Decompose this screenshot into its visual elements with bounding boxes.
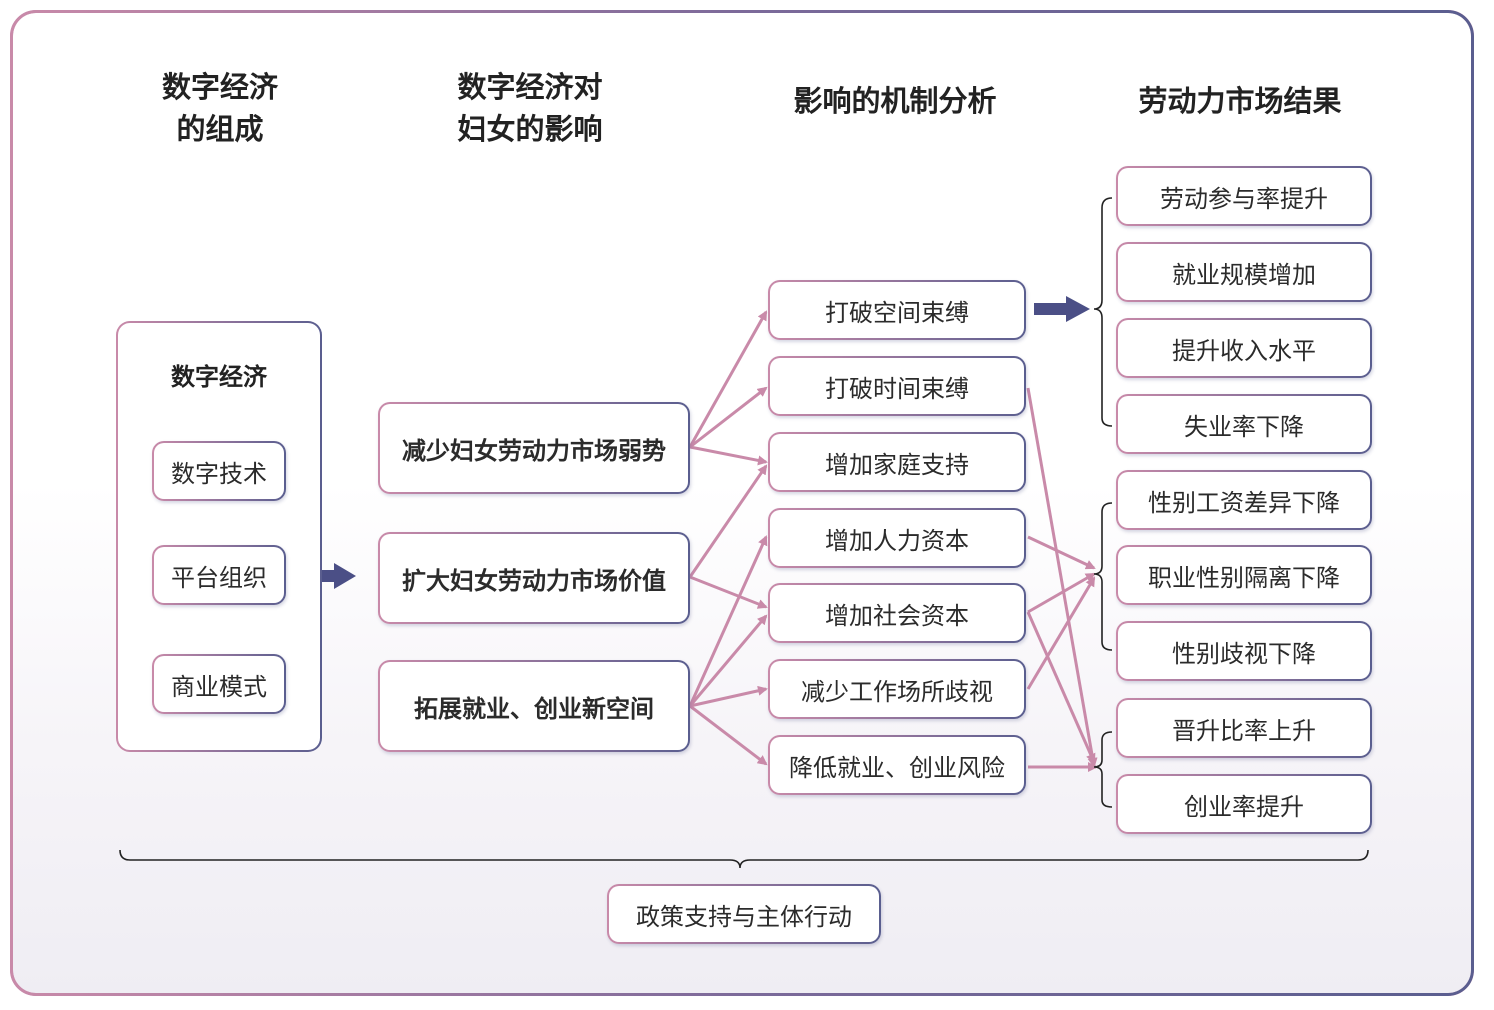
link bbox=[688, 464, 768, 578]
link bbox=[1026, 611, 1096, 764]
outcome-box: 性别工资差异下降 bbox=[1116, 470, 1372, 530]
outcome-box: 创业率提升 bbox=[1116, 774, 1372, 834]
component-item: 数字技术 bbox=[152, 441, 286, 501]
link bbox=[689, 445, 768, 466]
outcome-box: 晋升比率上升 bbox=[1116, 698, 1372, 758]
impact-box: 拓展就业、创业新空间 bbox=[378, 660, 690, 752]
outcome-box: 职业性别隔离下降 bbox=[1116, 545, 1372, 605]
link bbox=[689, 575, 768, 609]
impact-box: 扩大妇女劳动力市场价值 bbox=[378, 532, 690, 624]
link bbox=[1027, 535, 1096, 570]
link bbox=[688, 535, 768, 707]
impact-box: 减少妇女劳动力市场弱势 bbox=[378, 402, 690, 494]
bracket bbox=[1093, 197, 1113, 427]
policy-box: 政策支持与主体行动 bbox=[607, 884, 881, 944]
component-item: 平台组织 bbox=[152, 545, 286, 605]
mechanism-box: 增加家庭支持 bbox=[768, 432, 1026, 492]
bracket bbox=[119, 849, 1369, 869]
mechanism-box: 打破空间束缚 bbox=[768, 280, 1026, 340]
link bbox=[688, 310, 768, 448]
outcome-box: 提升收入水平 bbox=[1116, 318, 1372, 378]
header-impact: 数字经济对 妇女的影响 bbox=[457, 70, 603, 146]
bracket bbox=[1093, 502, 1113, 651]
mechanism-box: 增加社会资本 bbox=[768, 583, 1026, 643]
outcome-arrow bbox=[1034, 296, 1090, 322]
link bbox=[689, 685, 768, 708]
outcome-box: 性别歧视下降 bbox=[1116, 621, 1372, 681]
mechanism-box: 增加人力资本 bbox=[768, 508, 1026, 568]
link bbox=[689, 386, 768, 449]
link bbox=[688, 614, 768, 707]
group-title: 数字经济 bbox=[171, 363, 267, 391]
link bbox=[1026, 576, 1096, 690]
link bbox=[1027, 572, 1096, 614]
mechanism-box: 打破时间束缚 bbox=[768, 356, 1026, 416]
outcome-box: 劳动参与率提升 bbox=[1116, 166, 1372, 226]
link bbox=[689, 704, 768, 766]
outcome-box: 就业规模增加 bbox=[1116, 242, 1372, 302]
outcome-box: 失业率下降 bbox=[1116, 394, 1372, 454]
link bbox=[1026, 387, 1098, 768]
header-outcome: 劳动力市场结果 bbox=[1138, 84, 1342, 118]
header-mechanism: 影响的机制分析 bbox=[793, 84, 997, 118]
mechanism-links bbox=[688, 310, 1098, 772]
component-item: 商业模式 bbox=[152, 654, 286, 714]
mechanism-box: 减少工作场所歧视 bbox=[768, 659, 1026, 719]
header-components: 数字经济 的组成 bbox=[161, 70, 278, 146]
bracket bbox=[1093, 731, 1113, 808]
mechanism-box: 降低就业、创业风险 bbox=[768, 735, 1026, 795]
outcome-brackets bbox=[119, 197, 1369, 869]
